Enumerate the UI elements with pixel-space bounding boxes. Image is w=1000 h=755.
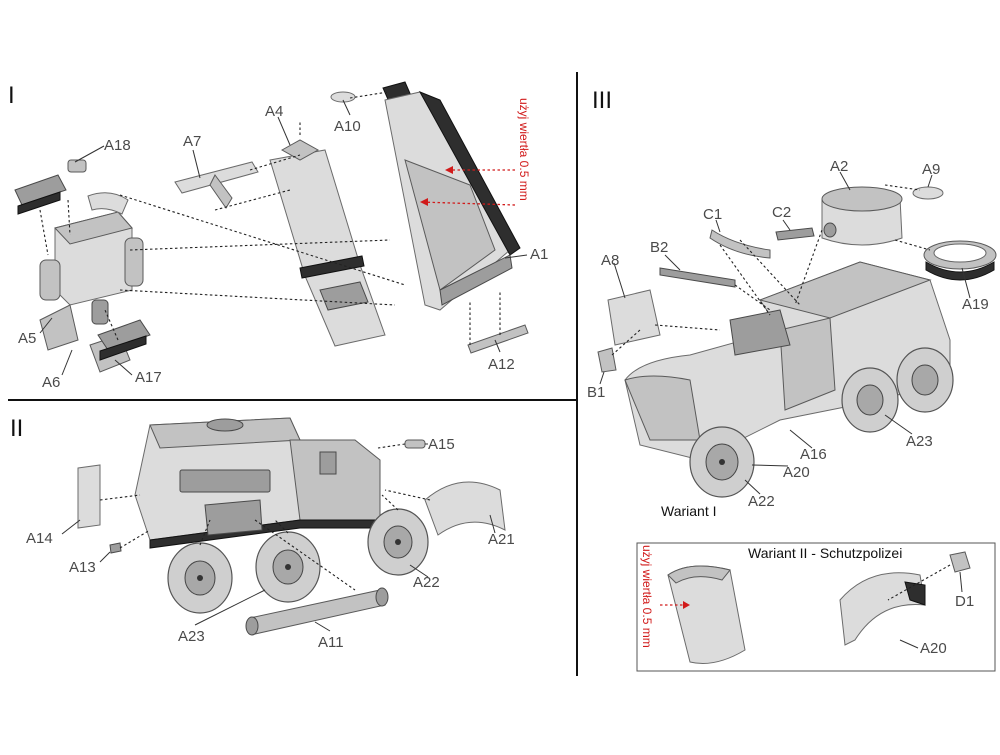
label-a21: A21 <box>488 531 515 548</box>
label-a20: A20 <box>783 464 810 481</box>
label-b1: B1 <box>587 384 605 401</box>
part-c1-bar <box>709 229 771 259</box>
part-b2-gun <box>659 267 736 288</box>
inset-guide-line <box>887 564 951 601</box>
part-a2-turret <box>821 186 903 246</box>
part-a18-bracket <box>14 159 87 215</box>
panel-2-parts: A14 A13 A23 A11 A22 A21 A15 <box>26 417 515 651</box>
inset-fender-drilled <box>660 565 746 664</box>
part-a9-hatch <box>912 186 944 200</box>
label-c1: C1 <box>703 206 722 223</box>
panel-1-drill-marks: użyj wiertła 0.5 mm <box>419 98 531 206</box>
part-a13-bolt <box>109 542 122 554</box>
step-number-1: I <box>8 82 15 109</box>
label-a19: A19 <box>962 296 989 313</box>
part-a4-frame <box>269 139 386 347</box>
label-a8: A8 <box>601 252 619 269</box>
wheel-a23-left <box>167 542 233 614</box>
drill-note-panel-1: użyj wiertła 0.5 mm <box>517 98 531 201</box>
label-a4: A4 <box>265 103 283 120</box>
label-a15: A15 <box>428 436 455 453</box>
panel-3-leaders <box>599 171 971 495</box>
label-a12: A12 <box>488 356 515 373</box>
part-d1 <box>949 551 971 573</box>
label-a23-panel-2: A23 <box>178 628 205 645</box>
part-c2 <box>775 227 815 241</box>
label-a5: A5 <box>18 330 36 347</box>
label-a16: A16 <box>800 446 827 463</box>
label-a11: A11 <box>318 634 344 651</box>
panel-3-parts: A2 A9 C1 C2 B2 A8 A19 B1 A16 A20 A22 A23… <box>587 158 997 519</box>
panel-1-parts: użyj wiertła 0.5 mm A18 A7 A4 A10 A1 A12… <box>14 81 548 391</box>
label-a6: A6 <box>42 374 60 391</box>
panel-3-guide-lines <box>611 184 931 356</box>
wheel-a23-rear-1 <box>841 367 899 433</box>
vehicle-hull-panel-2 <box>134 417 381 549</box>
step-number-2: II <box>10 415 23 442</box>
label-a13: A13 <box>69 559 96 576</box>
wheel-a22-front <box>689 426 755 498</box>
panel-2-guide-lines <box>99 443 431 591</box>
part-a8-plate <box>607 289 661 346</box>
panel-1-guide-lines <box>39 91 501 345</box>
part-b1 <box>597 347 617 373</box>
part-a11-tube <box>245 587 389 636</box>
label-a9: A9 <box>922 161 940 178</box>
variant-1-caption: Wariant I <box>661 503 717 519</box>
label-a23-panel-3: A23 <box>906 433 933 450</box>
part-a12-bar <box>467 324 529 354</box>
panel-1-leaders <box>39 99 528 376</box>
wheel-a23-rear-2 <box>896 347 954 413</box>
label-a14: A14 <box>26 530 53 547</box>
leader-d1 <box>959 571 963 593</box>
label-a10: A10 <box>334 118 361 135</box>
inset-title: Wariant II - Schutzpolizei <box>748 545 902 561</box>
label-a20-inset: A20 <box>920 640 947 657</box>
panel-2-leaders <box>61 443 496 632</box>
part-a21-fender <box>424 481 506 536</box>
part-a14-plate <box>77 464 101 529</box>
drill-note-inset: użyj wiertła 0.5 mm <box>640 545 654 648</box>
wheel-a23-right <box>255 531 321 603</box>
label-a22-panel-3: A22 <box>748 493 775 510</box>
step-number-3: III <box>592 87 612 114</box>
part-a19-ring <box>923 240 997 281</box>
label-a1: A1 <box>530 246 548 263</box>
leader-a20-inset <box>899 639 919 649</box>
label-c2: C2 <box>772 204 791 221</box>
part-a17-bracket <box>97 319 151 361</box>
label-d1: D1 <box>955 593 974 610</box>
label-a2: A2 <box>830 158 848 175</box>
label-a22-panel-2: A22 <box>413 574 440 591</box>
variant-2-inset: Wariant II - Schutzpolizei użyj wiertła … <box>636 542 996 672</box>
label-a7: A7 <box>183 133 201 150</box>
part-a15 <box>404 439 426 449</box>
label-a17: A17 <box>135 369 162 386</box>
part-a1-hull-floor <box>382 81 521 311</box>
label-b2: B2 <box>650 239 668 256</box>
label-a18: A18 <box>104 137 131 154</box>
wheel-a22 <box>367 508 429 576</box>
part-a7-cross-member <box>174 161 259 209</box>
